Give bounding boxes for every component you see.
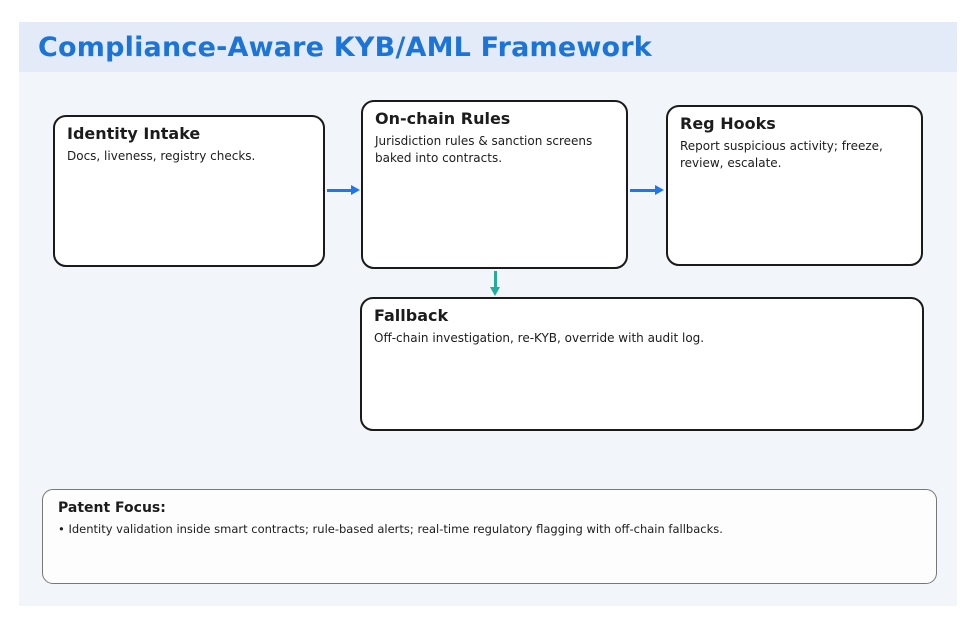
node-reg-hooks-title: Reg Hooks bbox=[680, 114, 776, 133]
arrow-onchain-to-reghooks bbox=[630, 189, 657, 192]
patent-focus-note: Patent Focus: • Identity validation insi… bbox=[42, 489, 937, 584]
diagram-canvas: Compliance-Aware KYB/AML Framework Ident… bbox=[19, 22, 957, 606]
node-fallback-body: Off-chain investigation, re-KYB, overrid… bbox=[374, 330, 705, 345]
arrow-identity-to-onchain bbox=[327, 189, 353, 192]
node-onchain-rules: On-chain Rules Jurisdiction rules & sanc… bbox=[361, 100, 628, 269]
patent-focus-bullet: • Identity validation inside smart contr… bbox=[58, 521, 723, 536]
node-fallback-title: Fallback bbox=[374, 306, 449, 325]
node-onchain-rules-body: Jurisdiction rules & sanction screens ba… bbox=[375, 133, 593, 165]
node-fallback: Fallback Off-chain investigation, re-KYB… bbox=[360, 297, 924, 431]
node-identity-intake: Identity Intake Docs, liveness, registry… bbox=[53, 115, 325, 267]
arrowhead-down-icon bbox=[490, 287, 500, 296]
node-identity-intake-body: Docs, liveness, registry checks. bbox=[67, 148, 256, 163]
patent-focus-title: Patent Focus: bbox=[58, 500, 166, 516]
arrowhead-right-icon bbox=[655, 185, 664, 195]
node-identity-intake-title: Identity Intake bbox=[67, 124, 201, 143]
diagram-title: Compliance-Aware KYB/AML Framework bbox=[38, 31, 652, 63]
node-reg-hooks-body: Report suspicious activity; freeze, revi… bbox=[680, 138, 883, 170]
arrowhead-right-icon bbox=[351, 185, 360, 195]
node-reg-hooks: Reg Hooks Report suspicious activity; fr… bbox=[666, 105, 923, 266]
arrow-onchain-to-fallback bbox=[494, 271, 497, 288]
node-onchain-rules-title: On-chain Rules bbox=[375, 109, 511, 128]
header-band: Compliance-Aware KYB/AML Framework bbox=[19, 22, 957, 72]
